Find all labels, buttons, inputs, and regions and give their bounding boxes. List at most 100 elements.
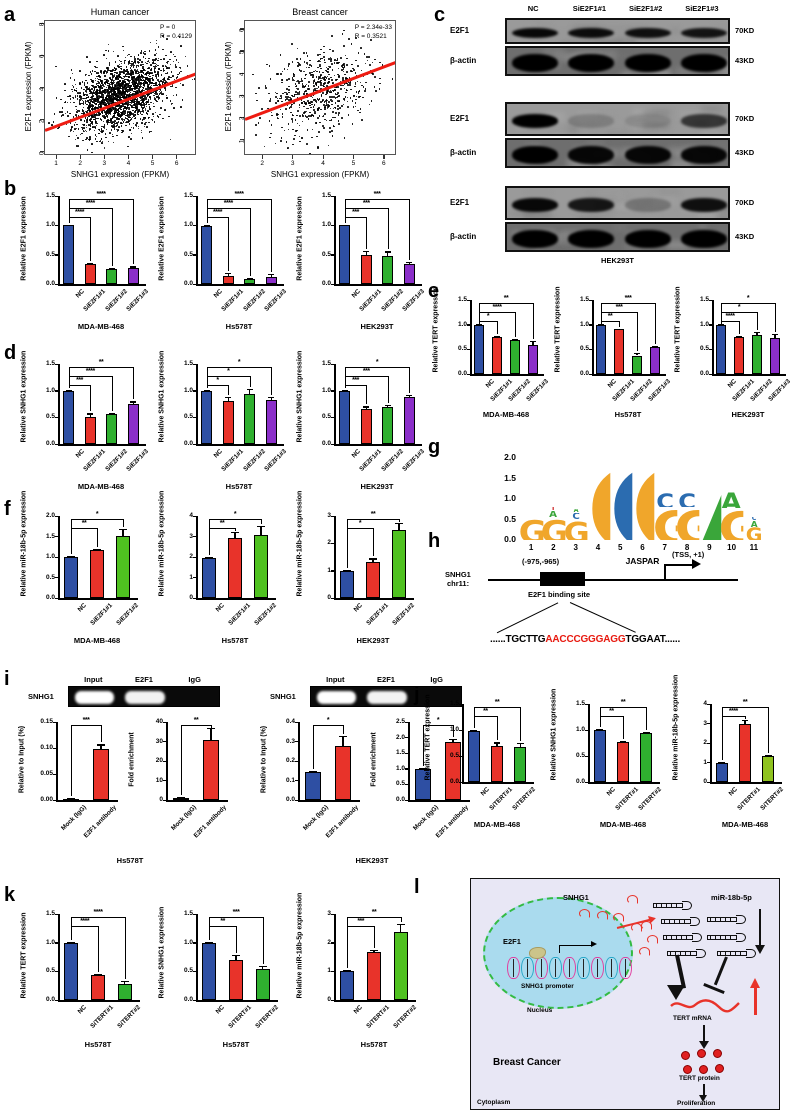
y-ticklabel: 1.0 bbox=[566, 321, 589, 328]
logo-letter-A: A bbox=[563, 509, 588, 513]
y-ticklabel: 0.5 bbox=[436, 752, 459, 759]
scatter-trendline-2 bbox=[245, 60, 396, 120]
bracket-line bbox=[474, 707, 521, 708]
bracket-line bbox=[181, 725, 211, 726]
tert-upregulation-arrow-line bbox=[754, 985, 757, 1015]
bracket-tick-right bbox=[768, 707, 769, 753]
bracket-line bbox=[601, 303, 655, 304]
x-ticklabel: 2 bbox=[76, 160, 84, 167]
x-ticklabel: 6 bbox=[173, 160, 181, 167]
y-ticklabel: 0.5 bbox=[686, 345, 709, 352]
mirna-downarrow-line bbox=[759, 909, 761, 947]
logo-letter-G: G bbox=[652, 507, 677, 540]
x-ticklabel: 2 bbox=[258, 160, 266, 167]
x-ticklabel: 1 bbox=[52, 160, 60, 167]
bracket-line bbox=[722, 707, 769, 708]
blot-box-2-2 bbox=[505, 138, 730, 168]
significance-label: ** bbox=[85, 359, 117, 366]
panel-j-chart-1: 0.00.51.01.5NCSiTERT#1SiTERT#2****Relati… bbox=[462, 704, 532, 782]
panel-letter-b: b bbox=[4, 178, 16, 201]
y-ticklabel: 1.5 bbox=[308, 360, 331, 367]
bracket-tick-right bbox=[261, 519, 262, 524]
y-ticklabel: 0.1 bbox=[272, 777, 295, 784]
blot-kd-label: 43KD bbox=[735, 56, 754, 65]
x-tickmark bbox=[383, 155, 384, 159]
bracket-line bbox=[479, 303, 533, 304]
significance-bracket-1: ** bbox=[166, 722, 226, 800]
gene-backbone-line bbox=[488, 579, 738, 581]
y-ticklabel: 1.5 bbox=[170, 192, 193, 199]
y-ticklabel: 0 bbox=[308, 996, 331, 1003]
significance-label: **** bbox=[223, 191, 255, 198]
x-axis bbox=[58, 1000, 140, 1002]
y-ticklabel: 1.0 bbox=[32, 553, 55, 560]
significance-label: *** bbox=[220, 909, 252, 916]
panel-i-g1-chart-2: 010203040Mock (IgG)E2F1 antibody**Fold e… bbox=[166, 722, 226, 800]
panel-i-cellline-1: Hs578T bbox=[82, 856, 178, 865]
blot-box-3-2 bbox=[505, 222, 730, 252]
tert-protein-dot-5 bbox=[699, 1065, 708, 1074]
y-ticklabel: 1 bbox=[170, 574, 193, 581]
panel-d-chart-1: 0.00.51.01.5NCSiE2F1#1SiE2F1#2SiE2F1#3**… bbox=[58, 364, 144, 444]
panel-f-chart-2: 01234NCSiE2F1#1SiE2F1#2***Relative miR-1… bbox=[196, 516, 274, 598]
blot-noise bbox=[592, 72, 602, 76]
blot-noise bbox=[672, 28, 678, 34]
significance-bracket-3: * bbox=[334, 364, 420, 444]
bracket-tick-left bbox=[722, 707, 723, 760]
blot-protein-label: E2F1 bbox=[450, 26, 469, 35]
bracket-tick-right bbox=[133, 199, 134, 264]
panel-i-g1-ylabel-1: Relative to Input (%) bbox=[19, 721, 26, 799]
y-ticklabel: 1 bbox=[308, 567, 331, 574]
y-ticklabel: 1.5 bbox=[562, 700, 585, 707]
panel-letter-l: l bbox=[414, 876, 420, 899]
blot-box-2-1 bbox=[505, 102, 730, 136]
scatter-stats-1: P = 0R = 0.4129 bbox=[160, 24, 192, 42]
blot-noise bbox=[609, 42, 637, 44]
blot-lane-header-3: SiE2F1#2 bbox=[618, 4, 674, 13]
logo-letter-G: G bbox=[719, 508, 744, 540]
panel-f-chart-3: 0123NCSiE2F1#1SiE2F1#2***Relative miR-18… bbox=[334, 516, 412, 598]
significance-bracket-2: *** bbox=[196, 914, 276, 1000]
bracket-line bbox=[345, 367, 410, 368]
x-axis bbox=[334, 598, 414, 600]
blot-band bbox=[681, 230, 727, 247]
blot-noise bbox=[607, 131, 627, 136]
blot-noise bbox=[579, 38, 601, 44]
blot-noise bbox=[650, 189, 658, 194]
panel-letter-c: c bbox=[434, 4, 445, 27]
x-axis bbox=[196, 284, 284, 286]
logo-position-10: 10 bbox=[720, 543, 742, 552]
panel-b-ylabel-2: Relative E2F1 expression bbox=[159, 195, 166, 283]
nucleus-shape: NucleusE2F1SNHG1 promoter bbox=[483, 897, 633, 1009]
y-ticklabel: 1.0 bbox=[32, 939, 55, 946]
significance-label: ** bbox=[180, 717, 212, 724]
y-ticklabel: 0 bbox=[170, 594, 193, 601]
bracket-line bbox=[721, 303, 775, 304]
y-ticklabel: 0.2 bbox=[272, 757, 295, 764]
panel-k-ylabel-2: Relative SNHG1 expression bbox=[159, 913, 166, 999]
cell-line-label: HEK293T bbox=[332, 322, 422, 331]
logo-letter-G: G bbox=[541, 518, 566, 540]
panel-f-chart-1: 0.00.51.01.52.0NCSiE2F1#1SiE2F1#2***Rela… bbox=[58, 516, 136, 598]
snhg1-promoter-label: SNHG1 promoter bbox=[521, 983, 574, 990]
panel-b-chart-1: 0.00.51.01.5NCSiE2F1#1SiE2F1#2SiE2F1#3**… bbox=[58, 196, 144, 284]
bracket-line bbox=[345, 199, 410, 200]
binding-site-label: E2F1 binding site bbox=[528, 590, 590, 599]
y-ticklabel: 0.5 bbox=[32, 574, 55, 581]
y-ticklabel: 0.0 bbox=[436, 778, 459, 785]
panel-e-ylabel-1: Relative TERT expression bbox=[433, 299, 440, 373]
significance-label: *** bbox=[361, 191, 393, 198]
bracket-tick-left bbox=[479, 303, 480, 322]
y-ticklabel: 1.0 bbox=[436, 726, 459, 733]
bracket-tick-left bbox=[601, 303, 602, 322]
y-ticklabel: 1.0 bbox=[382, 765, 405, 772]
blot-band bbox=[625, 230, 671, 247]
significance-bracket-2: * bbox=[58, 516, 136, 598]
panel-b-chart-3: 0.00.51.01.5NCSiE2F1#1SiE2F1#2SiE2F1#3**… bbox=[334, 196, 420, 284]
y-ticklabel: 1 bbox=[308, 967, 331, 974]
y-ticklabel: 40 bbox=[140, 718, 163, 725]
y-ticklabel: 0.05 bbox=[30, 770, 53, 777]
y-ticklabel: 0.4 bbox=[272, 718, 295, 725]
y-ticklabel: 3 bbox=[170, 533, 193, 540]
bracket-tick-right bbox=[211, 725, 212, 728]
